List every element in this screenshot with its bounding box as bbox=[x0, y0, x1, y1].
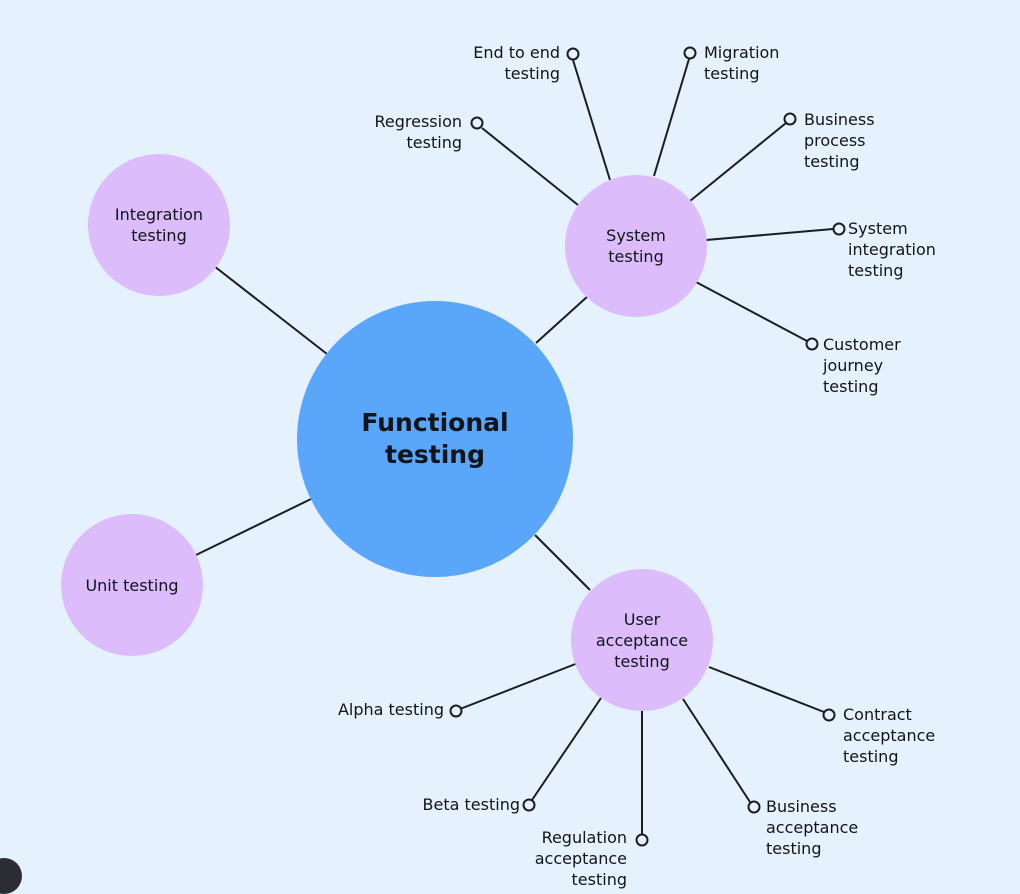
endpoint-dot bbox=[566, 47, 580, 61]
connector-system-regression bbox=[481, 127, 579, 206]
system-integration-testing-label: System integration testing bbox=[848, 219, 936, 280]
system-testing-node: System testing bbox=[565, 175, 707, 317]
endpoint-dot bbox=[805, 337, 819, 351]
connector-system-migration bbox=[653, 58, 690, 177]
integration-testing-node: Integration testing bbox=[88, 154, 230, 296]
integration-testing-label: Integration testing bbox=[114, 205, 204, 245]
endpoint-dot bbox=[683, 46, 697, 60]
functional-testing-label: Functional testing bbox=[361, 408, 509, 469]
functional-testing-node: Functional testing bbox=[297, 301, 573, 577]
connector-uat-contract bbox=[708, 666, 825, 713]
connector-uat-business bbox=[682, 698, 751, 803]
user-acceptance-testing-label: User acceptance testing bbox=[595, 609, 689, 671]
regulation-acceptance-testing-label: Regulation acceptance testing bbox=[534, 828, 627, 889]
unit-testing-label: Unit testing bbox=[85, 575, 179, 595]
connector-center-unit bbox=[195, 498, 312, 556]
regression-testing-label: Regression testing bbox=[374, 112, 462, 152]
user-acceptance-testing-node: User acceptance testing bbox=[571, 569, 713, 711]
migration-testing-label: Migration testing bbox=[704, 43, 780, 83]
endpoint-dot bbox=[522, 798, 536, 812]
corner-badge-icon bbox=[0, 858, 22, 894]
endpoint-dot bbox=[747, 800, 761, 814]
endpoint-dot bbox=[470, 116, 484, 130]
beta-testing-label: Beta testing bbox=[422, 795, 520, 814]
contract-acceptance-testing-label: Contract acceptance testing bbox=[843, 705, 936, 766]
connector-system-integration bbox=[705, 228, 834, 241]
endpoint-dot bbox=[449, 704, 463, 718]
endpoint-dot bbox=[832, 222, 846, 236]
end-to-end-testing-label: End to end testing bbox=[473, 43, 560, 83]
business-acceptance-testing-label: Business acceptance testing bbox=[766, 797, 859, 858]
connector-uat-beta bbox=[531, 697, 602, 801]
connector-center-uat bbox=[534, 534, 591, 591]
business-process-testing-label: Business process testing bbox=[804, 110, 875, 171]
endpoint-dot bbox=[783, 112, 797, 126]
connector-center-system bbox=[535, 295, 589, 344]
connector-system-customer-journey bbox=[695, 281, 808, 342]
endpoint-dot bbox=[822, 708, 836, 722]
connector-system-business-process bbox=[689, 122, 787, 202]
connector-center-integration bbox=[213, 265, 328, 355]
unit-testing-node: Unit testing bbox=[61, 514, 203, 656]
customer-journey-testing-label: Customer journey testing bbox=[823, 335, 901, 396]
endpoint-dot bbox=[635, 833, 649, 847]
connector-uat-alpha bbox=[459, 662, 579, 710]
alpha-testing-label: Alpha testing bbox=[337, 700, 444, 719]
system-testing-label: System testing bbox=[606, 226, 666, 266]
connector-system-end-to-end bbox=[572, 59, 611, 181]
